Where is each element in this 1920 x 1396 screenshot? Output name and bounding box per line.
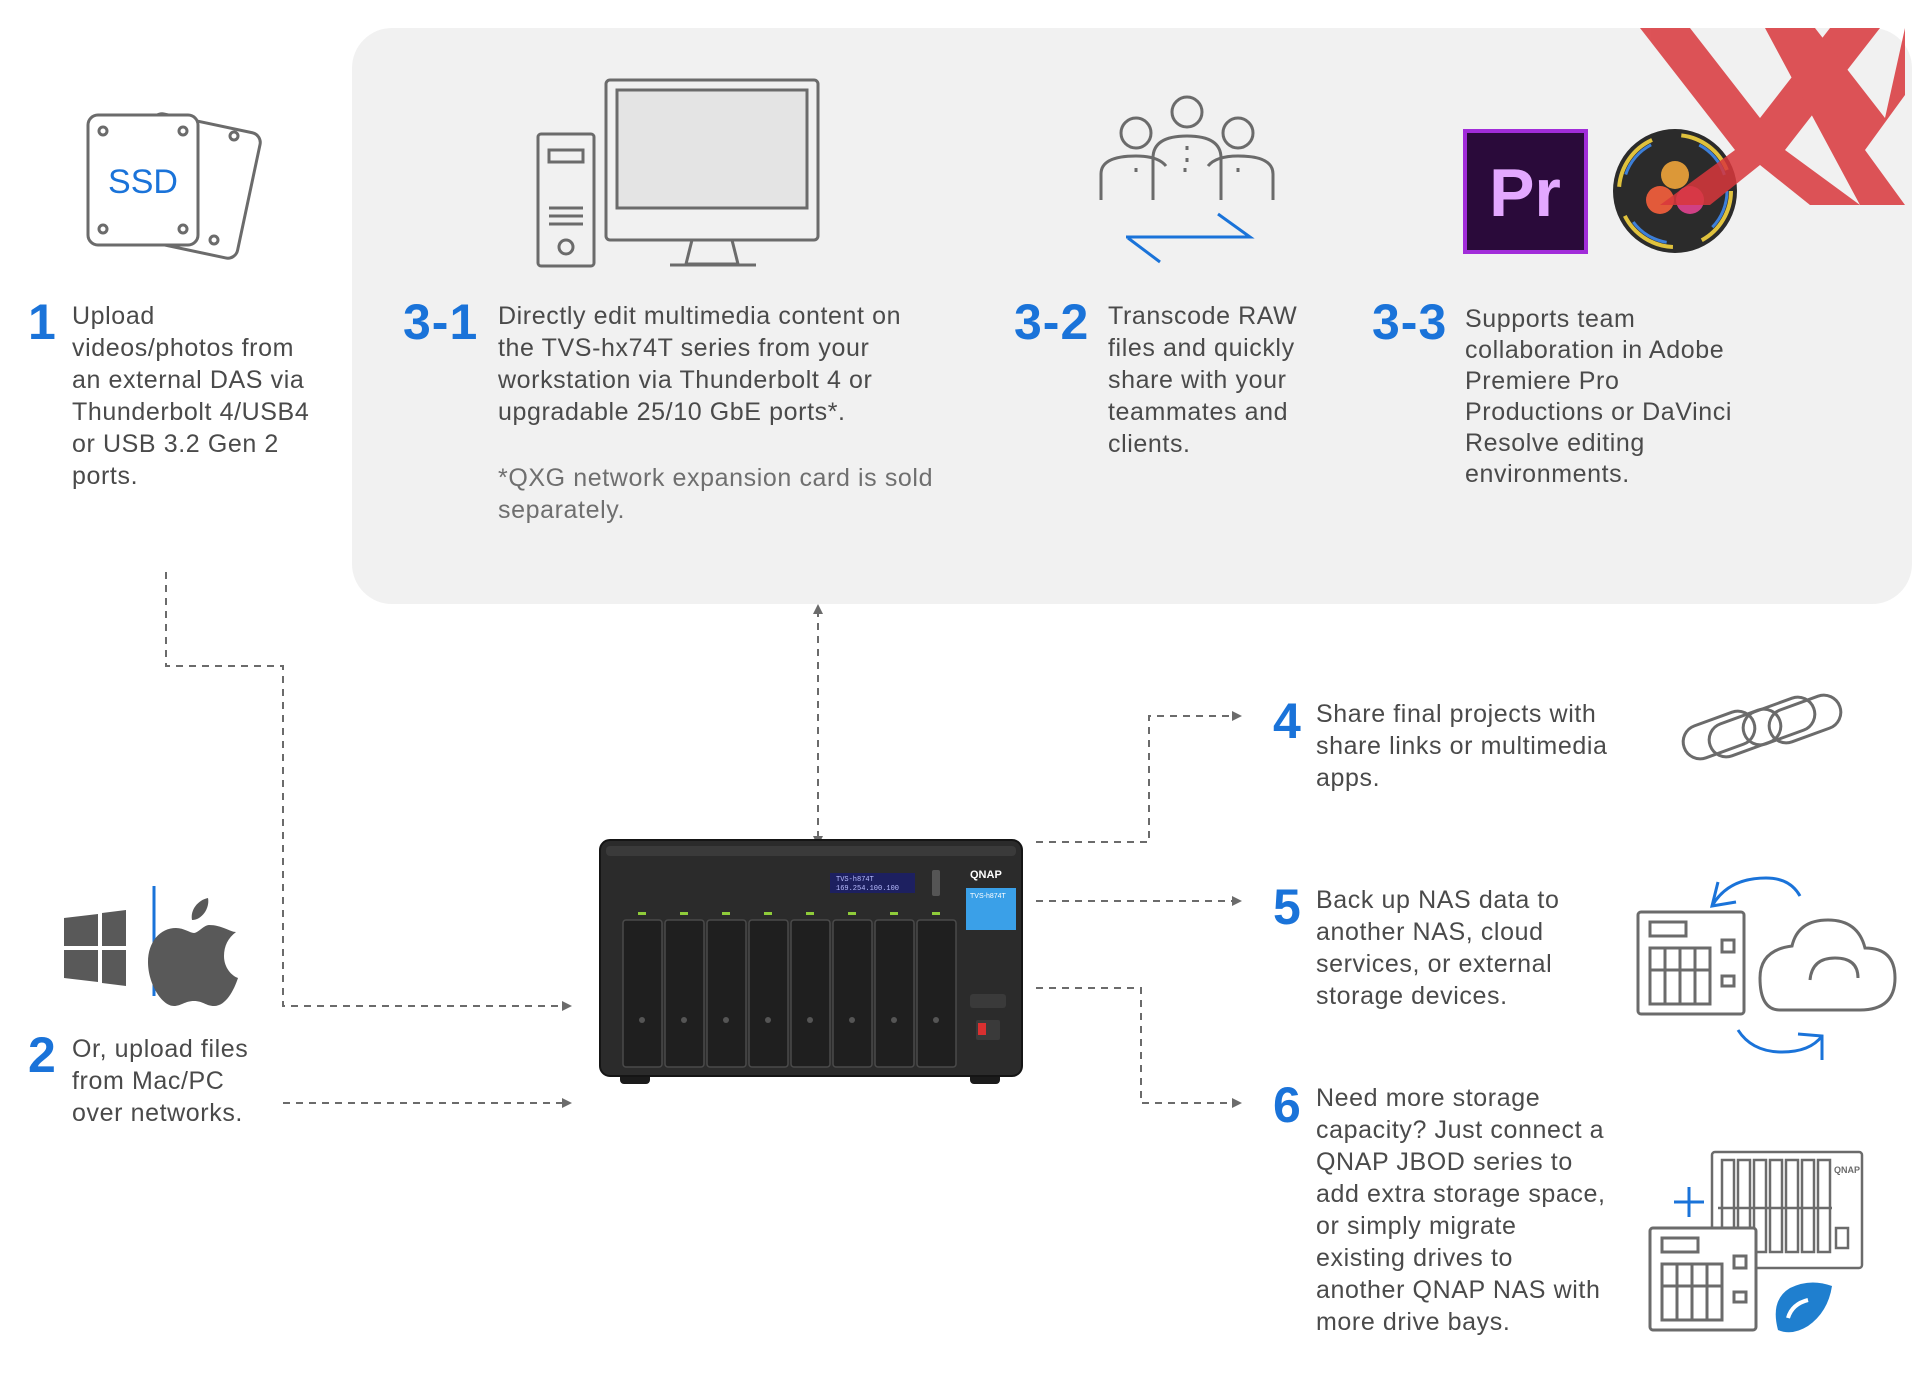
step3-3-line: collaboration in Adobe: [1465, 336, 1725, 364]
step2-number: 2: [28, 1027, 57, 1083]
step3-3-description: Supports team collaboration in Adobe Pre…: [1465, 304, 1732, 490]
qnap-app-icon: [1775, 1282, 1832, 1333]
step4-line: share links or multimedia: [1316, 732, 1608, 760]
step3-1-footnote: *QXG network expansion card is sold sepa…: [498, 462, 933, 526]
nas-lcd-line1: TVS-h874T: [836, 876, 874, 884]
step6-line: capacity? Just connect a: [1316, 1116, 1605, 1144]
nas-brand: QNAP: [970, 869, 1002, 881]
step3-2-line: teammates and: [1108, 398, 1289, 426]
sync-arrows-icon: [1709, 876, 1824, 1060]
step3-3-line: Productions or DaVinci: [1465, 398, 1733, 426]
connector-lines: [165, 572, 1242, 1108]
step3-1-line: upgradable 25/10 GbE ports*.: [498, 398, 846, 426]
step3-1-number: 3-1: [403, 294, 479, 350]
step1-line: videos/photos from: [72, 334, 295, 362]
step3-3-line: Supports team: [1465, 305, 1636, 333]
team-icon: [1099, 95, 1275, 200]
step3-3-number: 3-3: [1372, 294, 1448, 350]
step4-line: apps.: [1316, 764, 1381, 792]
step1-line: Upload: [72, 302, 155, 330]
step1-line: an external DAS via: [72, 366, 305, 394]
step3-2-line: files and quickly: [1108, 334, 1295, 362]
step5-line: storage devices.: [1316, 982, 1508, 1010]
nas-lcd-line2: 169.254.100.100: [836, 885, 899, 893]
step3-2-number: 3-2: [1014, 294, 1090, 350]
expansion-nas-icon: [1648, 1226, 1758, 1332]
step2-description: Or, upload files from Mac/PC over networ…: [72, 1033, 248, 1129]
step6-line: existing drives to: [1316, 1244, 1513, 1272]
step1-line: ports.: [72, 462, 139, 490]
premiere-pro-logo: Pr: [1463, 129, 1588, 254]
step6-line: Need more storage: [1316, 1084, 1541, 1112]
step6-line: more drive bays.: [1316, 1308, 1511, 1336]
connector-step6: [1036, 987, 1242, 1108]
step6-line: add extra storage space,: [1316, 1180, 1606, 1208]
step3-2-line: clients.: [1108, 430, 1191, 458]
step3-1-line: the TVS-hx74T series from your: [498, 334, 870, 362]
connector-step4: [1036, 711, 1242, 843]
step2-line: Or, upload files: [72, 1035, 249, 1063]
share-link-icon: [1681, 693, 1843, 761]
step1-line: or USB 3.2 Gen 2: [72, 430, 279, 458]
windows-logo: [64, 910, 126, 986]
nas-model-label: TVS-h874T: [970, 893, 1007, 900]
step5-line: Back up NAS data to: [1316, 886, 1560, 914]
step3-3-line: Resolve editing: [1465, 429, 1645, 457]
step2-line: from Mac/PC: [72, 1067, 225, 1095]
step1-description: Upload videos/photos from an external DA…: [72, 300, 309, 492]
step3-3-line: Premiere Pro: [1465, 367, 1620, 395]
nas-device: TVS-h874T 169.254.100.100 QNAP TVS-h874T: [599, 839, 1023, 1084]
plus-icon: [1674, 1187, 1704, 1217]
step3-1-line: workstation via Thunderbolt 4 or: [498, 366, 873, 394]
step5-description: Back up NAS data to another NAS, cloud s…: [1316, 884, 1559, 1012]
watermark-logo: [1640, 28, 1905, 205]
step2-line: over networks.: [72, 1099, 243, 1127]
step4-line: Share final projects with: [1316, 700, 1597, 728]
step5-line: services, or external: [1316, 950, 1553, 978]
step3-1-description: Directly edit multimedia content on the …: [498, 300, 901, 428]
step6-line: another QNAP NAS with: [1316, 1276, 1601, 1304]
exchange-arrows-icon: [1126, 212, 1255, 264]
cloud-icon: [1758, 918, 1897, 1012]
footnote-line: *QXG network expansion card is sold: [498, 464, 934, 492]
connector-step1: [165, 572, 572, 1011]
ssd-icon: [86, 112, 262, 260]
step1-number: 1: [28, 294, 57, 350]
step4-number: 4: [1273, 693, 1302, 749]
step5-number: 5: [1273, 879, 1302, 935]
step3-2-line: Transcode RAW: [1108, 302, 1298, 330]
ssd-label: SSD: [108, 163, 178, 201]
step3-2-line: share with your: [1108, 366, 1287, 394]
drive-bays: [622, 919, 957, 1068]
backup-nas-icon: [1636, 910, 1746, 1016]
step6-number: 6: [1273, 1077, 1302, 1133]
step3-1-line: Directly edit multimedia content on: [498, 302, 902, 330]
step3-3-line: environments.: [1465, 460, 1630, 488]
workstation-icon: [536, 78, 820, 268]
premiere-pro-label: Pr: [1489, 155, 1561, 231]
footnote-line: separately.: [498, 496, 626, 524]
step5-line: another NAS, cloud: [1316, 918, 1544, 946]
step6-line: QNAP JBOD series to: [1316, 1148, 1573, 1176]
step6-line: or simply migrate: [1316, 1212, 1517, 1240]
step1-line: Thunderbolt 4/USB4: [72, 398, 310, 426]
step3-2-description: Transcode RAW files and quickly share wi…: [1108, 300, 1297, 460]
step4-description: Share final projects with share links or…: [1316, 698, 1608, 794]
step6-description: Need more storage capacity? Just connect…: [1316, 1082, 1606, 1338]
workstation-panel: [352, 28, 1912, 604]
apple-logo: [148, 898, 238, 1006]
jbod-brand-label: QNAP: [1834, 1165, 1860, 1175]
